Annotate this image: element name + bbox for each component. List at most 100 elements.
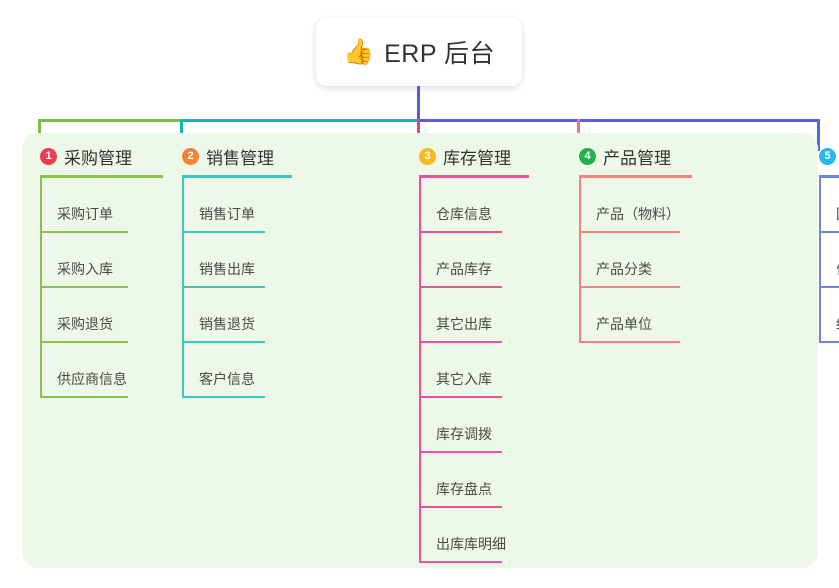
leaf-item-rule — [419, 231, 502, 233]
leaf-item-label: 产品分类 — [596, 261, 652, 277]
leaf-item-label: 产品库存 — [436, 261, 492, 277]
leaf-item-label: 客户信息 — [199, 371, 255, 387]
leaf-item-rule — [419, 396, 502, 398]
leaf-item-label: 结算账户 — [836, 314, 839, 334]
leaf-item-label: 库存调拨 — [436, 426, 492, 442]
column-badge-2: 2 — [182, 147, 199, 165]
root-stem-line — [417, 86, 420, 120]
leaf-item[interactable]: 产品分类 — [561, 233, 692, 288]
leaf-item-rule — [579, 286, 680, 288]
column-items-1: 采购订单采购入库采购退货供应商信息 — [22, 178, 163, 398]
leaf-item-label: 产品单位 — [596, 316, 652, 332]
column-5: 5财务管理回款单付款单结算账户 — [801, 143, 839, 343]
leaf-item[interactable]: 销售订单 — [164, 178, 292, 233]
leaf-item[interactable]: 其它入库 — [401, 343, 529, 398]
column-title-1: 采购管理 — [64, 148, 132, 168]
leaf-item-rule — [40, 286, 128, 288]
leaf-item[interactable]: 出库库明细 — [401, 508, 529, 563]
column-spine-1 — [40, 178, 42, 398]
column-spine-2 — [182, 178, 184, 398]
leaf-item-rule — [579, 341, 680, 343]
leaf-item-rule — [819, 341, 839, 343]
column-spine-5 — [819, 178, 821, 343]
column-items-4: 产品（物料） 产品分类产品单位 — [561, 178, 692, 343]
leaf-item-label: 采购入库 — [57, 261, 113, 277]
column-header-rule-3 — [419, 175, 529, 178]
column-title-2: 销售管理 — [206, 148, 274, 168]
column-header-1[interactable]: 1 采购管理 — [22, 143, 163, 169]
column-2: 2 销售管理销售订单销售出库销售退货客户信息 — [164, 143, 292, 398]
column-items-3: 仓库信息产品库存其它出库其它入库库存调拨库存盘点出库库明细 — [401, 178, 529, 563]
column-badge-5: 5 — [819, 147, 836, 165]
leaf-item-rule — [419, 506, 502, 508]
column-1: 1 采购管理采购订单采购入库采购退货供应商信息 — [22, 143, 163, 398]
leaf-item[interactable]: 库存盘点 — [401, 453, 529, 508]
leaf-item[interactable]: 结算账户 — [801, 288, 839, 343]
column-spine-4 — [579, 178, 581, 343]
leaf-item-label: 销售出库 — [199, 261, 255, 277]
leaf-item[interactable]: 其它出库 — [401, 288, 529, 343]
column-title-4: 产品管理 — [603, 148, 671, 168]
column-title-3: 库存管理 — [443, 148, 511, 168]
leaf-item-label: 其它入库 — [436, 371, 492, 387]
leaf-item-label: 回款单 — [836, 204, 839, 224]
leaf-item-rule — [182, 341, 265, 343]
leaf-item[interactable]: 产品（物料） — [561, 178, 692, 233]
leaf-item-rule — [182, 396, 265, 398]
leaf-item-label: 销售订单 — [199, 206, 255, 222]
leaf-item[interactable]: 采购订单 — [22, 178, 163, 233]
root-title: ERP 后台 — [384, 40, 496, 68]
leaf-item-rule — [419, 451, 502, 453]
leaf-item-rule — [579, 231, 680, 233]
leaf-item-rule — [819, 286, 839, 288]
column-header-rule-5 — [819, 175, 839, 178]
leaf-item-label: 采购退货 — [57, 316, 113, 332]
leaf-item-label: 付款单 — [836, 259, 839, 279]
column-header-2[interactable]: 2 销售管理 — [164, 143, 292, 169]
column-header-rule-1 — [40, 175, 163, 178]
leaf-item-rule — [40, 231, 128, 233]
leaf-item[interactable]: 产品库存 — [401, 233, 529, 288]
column-spine-3 — [419, 178, 421, 563]
leaf-item-rule — [40, 341, 128, 343]
column-header-5[interactable]: 5财务管理 — [801, 143, 839, 169]
leaf-item[interactable]: 销售退货 — [164, 288, 292, 343]
leaf-item[interactable]: 回款单 — [801, 178, 839, 233]
column-header-rule-4 — [579, 175, 692, 178]
bus-segment-indigo — [417, 119, 819, 122]
leaf-item[interactable]: 客户信息 — [164, 343, 292, 398]
leaf-item[interactable]: 产品单位 — [561, 288, 692, 343]
leaf-item[interactable]: 仓库信息 — [401, 178, 529, 233]
column-header-rule-2 — [182, 175, 292, 178]
leaf-item-rule — [819, 231, 839, 233]
leaf-item-label: 供应商信息 — [57, 371, 127, 387]
leaf-item-rule — [40, 396, 128, 398]
column-badge-4: 4 — [579, 147, 596, 165]
leaf-item[interactable]: 销售出库 — [164, 233, 292, 288]
thumbs-up-icon: 👍 — [342, 37, 375, 66]
leaf-item[interactable]: 付款单 — [801, 233, 839, 288]
bus-segment-teal — [180, 119, 417, 122]
leaf-item[interactable]: 采购入库 — [22, 233, 163, 288]
root-node-content: 👍 ERP 后台 — [343, 34, 495, 70]
leaf-item-rule — [419, 561, 502, 563]
drop-stub-5 — [817, 119, 820, 151]
column-header-4[interactable]: 4 产品管理 — [561, 143, 692, 169]
column-badge-1: 1 — [40, 147, 57, 165]
leaf-item-rule — [419, 286, 502, 288]
leaf-item-rule — [419, 341, 502, 343]
leaf-item[interactable]: 库存调拨 — [401, 398, 529, 453]
leaf-item-rule — [182, 286, 265, 288]
leaf-item-label: 其它出库 — [436, 316, 492, 332]
leaf-item-label: 销售退货 — [199, 316, 255, 332]
bus-segment-green — [38, 119, 180, 122]
root-node[interactable]: 👍 ERP 后台 — [316, 18, 522, 86]
column-items-5: 回款单付款单结算账户 — [801, 178, 839, 343]
diagram-panel: 1 采购管理采购订单采购入库采购退货供应商信息 2 销售管理销售订单销售出库销售退货客… — [22, 133, 839, 568]
leaf-item-label: 采购订单 — [57, 206, 113, 222]
leaf-item[interactable]: 采购退货 — [22, 288, 163, 343]
column-4: 4 产品管理产品（物料） 产品分类产品单位 — [561, 143, 692, 343]
leaf-item[interactable]: 供应商信息 — [22, 343, 163, 398]
